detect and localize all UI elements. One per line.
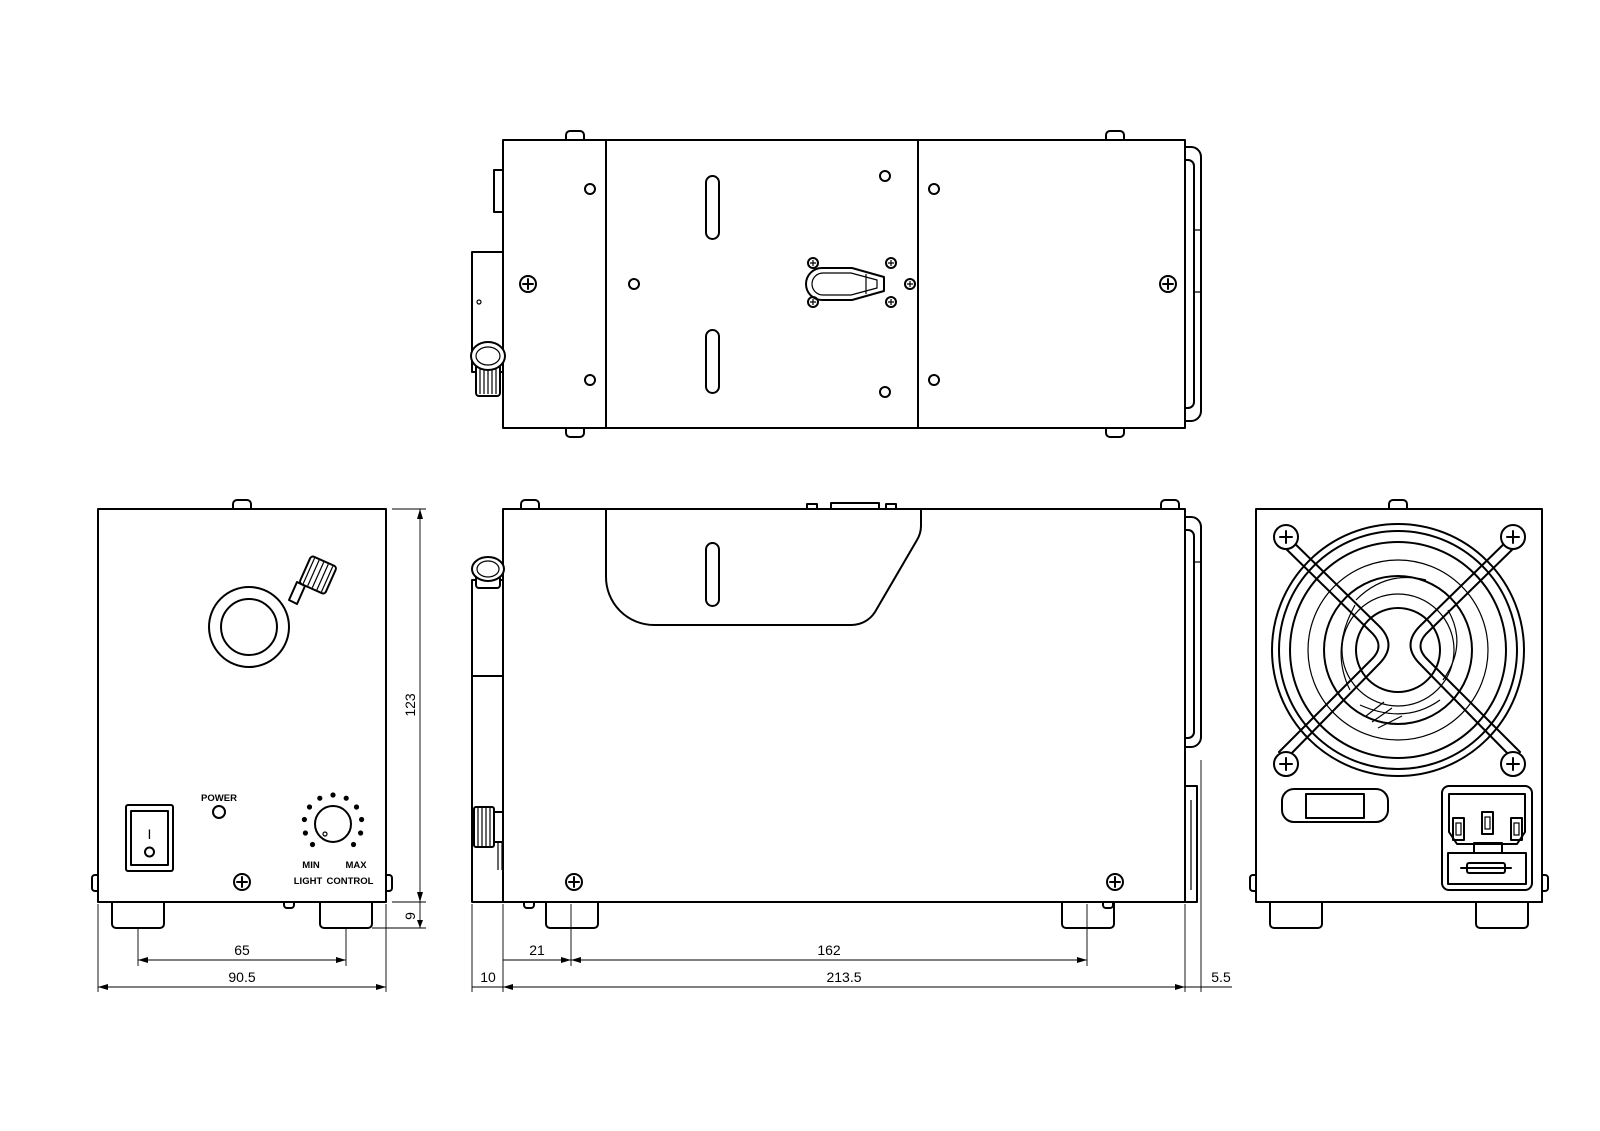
dial-dot xyxy=(358,830,364,836)
top-view xyxy=(470,130,1202,438)
dim-foot-height: 9 xyxy=(402,912,418,920)
dial-dot xyxy=(343,795,349,801)
dial-dot xyxy=(317,795,323,801)
dial-dot xyxy=(330,792,336,798)
ac-power-inlet xyxy=(1441,785,1533,891)
dial-dot xyxy=(306,804,313,810)
top-view-screws xyxy=(807,257,916,308)
cooling-fan xyxy=(1271,523,1525,777)
dial-dot xyxy=(302,830,308,836)
max-label: MAX xyxy=(345,860,367,871)
dim-side-length: 213.5 xyxy=(826,969,861,985)
control-label: CONTROL xyxy=(327,876,374,887)
power-switch: I xyxy=(125,804,174,872)
dim-front-height: 123 xyxy=(402,693,418,717)
fan-screws xyxy=(1273,524,1526,777)
side-view-dimensions: 21 162 10 213.5 5.5 xyxy=(471,760,1232,992)
dim-front-foot-spacing: 65 xyxy=(234,942,250,958)
dial-dot xyxy=(350,841,357,848)
top-view-handle xyxy=(1184,146,1202,422)
top-view-clamp xyxy=(805,267,885,301)
dial-dot xyxy=(309,841,316,848)
front-thumb-screw xyxy=(288,555,337,605)
light-label: LIGHT xyxy=(294,876,323,887)
min-label: MIN xyxy=(302,860,320,871)
side-view xyxy=(471,499,1202,929)
dim-front-width: 90.5 xyxy=(228,969,255,985)
side-view-thumb-screw xyxy=(471,556,505,589)
top-view-knob xyxy=(470,341,506,397)
dial-dot xyxy=(353,804,360,810)
dim-side-front-protrusion: 10 xyxy=(480,969,496,985)
light-control-knob xyxy=(301,792,365,848)
side-view-knob xyxy=(473,806,504,870)
rear-view xyxy=(1249,499,1549,929)
side-view-handle xyxy=(1184,516,1202,903)
front-view-dimensions: 123 9 65 90.5 xyxy=(97,508,426,992)
front-view: I POWER MIN MAX LIGHT CONTROL xyxy=(91,499,393,929)
dim-side-foot-offset: 21 xyxy=(529,942,545,958)
top-view-big-screws xyxy=(519,275,1177,293)
rear-connector-cover xyxy=(1281,788,1389,823)
power-label: POWER xyxy=(201,793,237,804)
dial-dot xyxy=(301,816,307,823)
switch-on-mark: I xyxy=(148,826,152,842)
dim-side-rear-protrusion: 5.5 xyxy=(1211,969,1231,985)
dim-side-foot-spacing: 162 xyxy=(817,942,841,958)
dial-dot xyxy=(359,816,365,823)
